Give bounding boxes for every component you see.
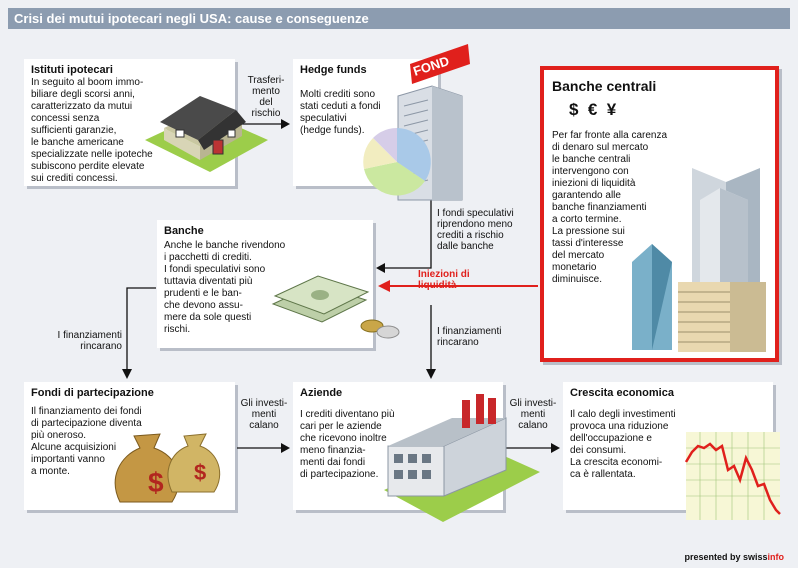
box-body: Molti crediti sono stati ceduti a fondi … bbox=[300, 89, 381, 136]
label-fin-rincarano-1: I finanziamenti rincarano bbox=[57, 330, 122, 352]
svg-text:$: $ bbox=[148, 467, 164, 498]
factory-icon bbox=[384, 394, 540, 522]
box-title: Crescita economica bbox=[570, 387, 674, 399]
arrowhead-icon bbox=[376, 263, 385, 273]
footer-accent: info bbox=[767, 552, 785, 562]
arrowhead-icon bbox=[551, 443, 560, 453]
box-body: Il calo degli investimenti provoca una r… bbox=[570, 409, 676, 480]
arrowhead-icon bbox=[122, 369, 132, 379]
box-body: In seguito al boom immo- biliare degli s… bbox=[31, 77, 153, 184]
label-trasferimento: Trasferi- mento del rischio bbox=[247, 75, 285, 119]
arrowhead-icon bbox=[281, 443, 290, 453]
svg-text:$: $ bbox=[194, 460, 206, 485]
pie-chart-icon bbox=[363, 128, 431, 196]
money-stack-icon bbox=[271, 275, 400, 339]
box-body: Anche le banche rivendono i pacchetti di… bbox=[164, 240, 286, 335]
box-banche: Banche Anche le banche rivendono i pacch… bbox=[157, 220, 373, 348]
label-fin-rincarano-2: I finanziamenti rincarano bbox=[437, 326, 502, 348]
arrow-hedge-banche bbox=[385, 188, 432, 269]
house-icon bbox=[145, 96, 268, 172]
box-title: Banche centrali bbox=[552, 78, 657, 94]
label-iniezioni: Iniezioni di liquidità bbox=[418, 269, 470, 291]
arrowhead-icon bbox=[426, 369, 436, 379]
label-inv-calano-2: Gli investi- menti calano bbox=[509, 398, 557, 431]
footer-prefix: presented by swiss bbox=[684, 552, 768, 562]
box-title: Hedge funds bbox=[300, 64, 367, 76]
box-title: Aziende bbox=[300, 387, 343, 399]
box-body: I crediti diventano più cari per le azie… bbox=[300, 409, 395, 480]
skyscrapers-icon bbox=[632, 168, 766, 352]
arrow-banche-fondi bbox=[126, 287, 156, 371]
money-bags-icon: $ $ bbox=[114, 433, 221, 503]
title-strip bbox=[8, 8, 790, 29]
arrowhead-red-icon bbox=[378, 280, 390, 292]
box-title: Fondi di partecipazione bbox=[31, 387, 154, 399]
label-fondi-speculativi: I fondi speculativi riprendono meno cred… bbox=[437, 208, 514, 252]
arrowhead-icon bbox=[281, 119, 290, 129]
title-bar: Crisi dei mutui ipotecari negli USA: cau… bbox=[0, 0, 798, 34]
currency-symbols: $ € ¥ bbox=[569, 100, 617, 119]
label-inv-calano-1: Gli investi- menti calano bbox=[240, 398, 288, 431]
box-title: Banche bbox=[164, 225, 204, 237]
box-body: Per far fronte alla carenza di denaro su… bbox=[552, 130, 668, 285]
decline-chart-icon bbox=[684, 432, 781, 520]
page-title: Crisi dei mutui ipotecari negli USA: cau… bbox=[14, 11, 369, 26]
box-body: Il finanziamento dei fondi di partecipaz… bbox=[31, 406, 142, 477]
footer-credit: presented by swissinfo bbox=[684, 552, 784, 562]
box-title: Istituti ipotecari bbox=[31, 64, 113, 76]
